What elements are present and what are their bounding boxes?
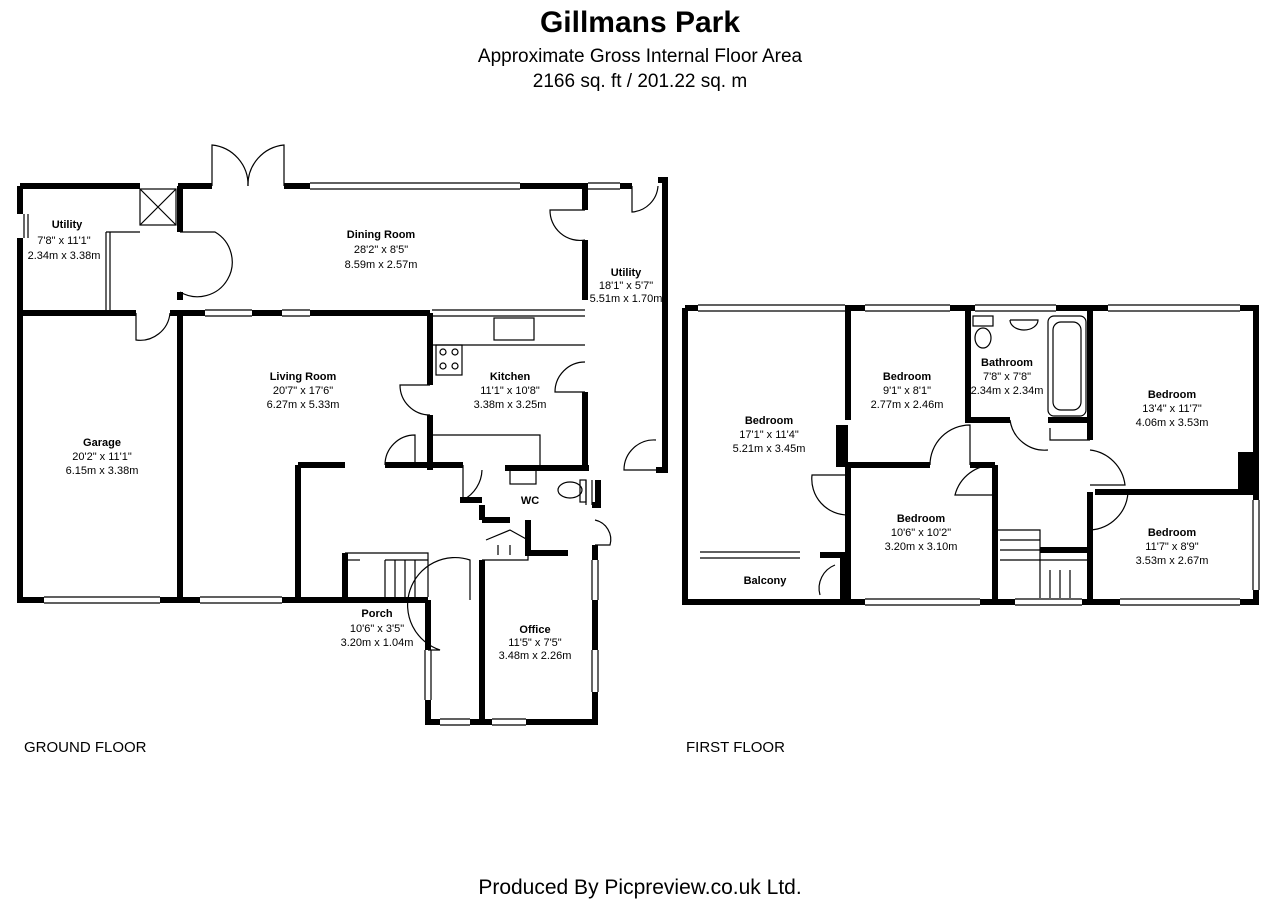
utility-left-metric: 2.34m x 3.38m <box>28 250 101 262</box>
utility-right-imperial: 18'1" x 5'7" <box>599 280 653 292</box>
first-floor-details <box>698 304 1260 606</box>
bedroom-4-imperial: 10'6" x 10'2" <box>891 527 951 539</box>
bedroom-2-metric: 2.77m x 2.46m <box>871 399 944 411</box>
porch-metric: 3.20m x 1.04m <box>341 637 414 649</box>
office-name: Office <box>519 624 550 636</box>
kitchen-imperial: 11'1" x 10'8" <box>480 385 540 397</box>
living-room-imperial: 20'7" x 17'6" <box>273 385 333 397</box>
ground-floor-label: GROUND FLOOR <box>24 739 147 756</box>
porch-name: Porch <box>361 608 392 620</box>
bedroom-3-imperial: 13'4" x 11'7" <box>1142 403 1202 415</box>
bedroom-5-name: Bedroom <box>1148 527 1197 539</box>
porch-imperial: 10'6" x 3'5" <box>350 623 404 635</box>
bedroom-2-name: Bedroom <box>883 371 932 383</box>
garage-imperial: 20'2" x 11'1" <box>72 451 132 463</box>
utility-right-metric: 5.51m x 1.70m <box>590 293 663 305</box>
dining-room-name: Dining Room <box>347 229 416 241</box>
bathroom-name: Bathroom <box>981 357 1033 369</box>
bedroom-1-imperial: 17'1" x 11'4" <box>739 429 799 441</box>
bedroom-3-name: Bedroom <box>1148 389 1197 401</box>
ground-floor-details <box>23 144 659 726</box>
utility-left-imperial: 7'8" x 11'1" <box>37 235 90 247</box>
kitchen-name: Kitchen <box>490 371 531 383</box>
kitchen-metric: 3.38m x 3.25m <box>474 399 547 411</box>
plan-area: 2166 sq. ft / 201.22 sq. m <box>532 71 748 92</box>
bedroom-4-metric: 3.20m x 3.10m <box>885 541 958 553</box>
living-room-name: Living Room <box>270 371 337 383</box>
bedroom-1-name: Bedroom <box>745 415 794 427</box>
plan-subtitle: Approximate Gross Internal Floor Area <box>477 46 803 67</box>
garage-name: Garage <box>83 437 121 449</box>
garage-metric: 6.15m x 3.38m <box>66 465 139 477</box>
plan-title: Gillmans Park <box>539 6 741 39</box>
bathroom-imperial: 7'8" x 7'8" <box>983 371 1031 383</box>
utility-left-name: Utility <box>52 219 83 231</box>
first-floor-label: FIRST FLOOR <box>686 739 785 756</box>
bathroom-metric: 2.34m x 2.34m <box>971 385 1044 397</box>
bedroom-3-metric: 4.06m x 3.53m <box>1136 417 1209 429</box>
office-metric: 3.48m x 2.26m <box>499 650 572 662</box>
bedroom-1-metric: 5.21m x 3.45m <box>733 443 806 455</box>
footer-credit: Produced By Picpreview.co.uk Ltd. <box>478 876 802 899</box>
bedroom-5-imperial: 11'7" x 8'9" <box>1145 541 1198 553</box>
utility-right-name: Utility <box>611 267 642 279</box>
bedroom-4-name: Bedroom <box>897 513 946 525</box>
dining-room-imperial: 28'2" x 8'5" <box>354 244 408 256</box>
ground-floor-walls <box>17 177 668 725</box>
first-floor-walls <box>682 305 1259 605</box>
dining-room-metric: 8.59m x 2.57m <box>345 259 418 271</box>
bedroom-5-metric: 3.53m x 2.67m <box>1136 555 1209 567</box>
balcony-name: Balcony <box>744 575 788 587</box>
office-imperial: 11'5" x 7'5" <box>508 637 561 649</box>
wc-name: WC <box>521 495 539 507</box>
living-room-metric: 6.27m x 5.33m <box>267 399 340 411</box>
bedroom-2-imperial: 9'1" x 8'1" <box>883 385 931 397</box>
